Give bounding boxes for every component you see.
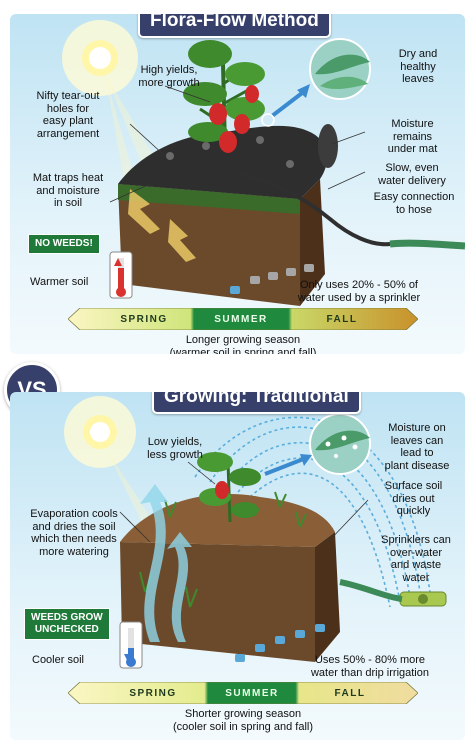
season-spring-top: SPRING [120,313,168,325]
topsoil-strip [118,184,300,214]
season-bar-top-shape [68,308,418,330]
caption-top: Longer growing season(warmer soil in spr… [169,334,317,354]
label-high-yields: High yields,more growth [138,64,200,89]
zoom-arrow [270,88,308,118]
thermometer-cool-icon [119,621,143,669]
thermometer-warm-icon [109,251,133,299]
mat-roll [318,124,338,168]
traditional-illustration [64,396,447,669]
traditional-title: Growing: Traditional [152,392,361,414]
evaporation-arrows [140,484,192,642]
sun-icon [64,396,136,468]
watering-can-icons [235,624,325,662]
red-peppers [209,85,259,153]
flora-flow-title: Flora-Flow Method [138,14,331,38]
garden-hose [339,579,403,602]
drip-hose [239,172,391,247]
badge-no-weeds: NO WEEDS! [28,234,100,254]
watering-can-icons [230,264,314,294]
leader-lines [119,461,369,543]
traditional-panel: Growing: Traditional Low yields,less gro… [10,392,465,740]
soil-block-side [315,532,340,662]
soil-block-front [118,184,300,306]
pepper-plant [183,40,265,150]
label-warmer-soil: Warmer soil [30,276,89,288]
label-cooler-soil: Cooler soil [32,654,84,666]
season-bar-top: SPRING SUMMER FALL [68,308,418,330]
wet-leaf-zoom-icon [309,413,371,475]
label-low-yields: Low yields,less growth [147,436,203,461]
flora-flow-illustration [62,20,465,306]
season-fall-top: FALL [326,313,358,325]
heat-arrows [128,189,196,262]
season-summer-top: SUMMER [214,313,268,325]
leader-lines [109,85,366,203]
red-pepper [215,481,229,499]
mulch-mat [118,125,327,199]
season-summer-bottom: SUMMER [225,687,279,699]
garden-hose [389,239,465,250]
flora-flow-panel: Flora-Flow Method High yields,more growt… [10,14,465,354]
dry-leaf-zoom-icon [309,38,371,100]
season-bar-bottom-shape [68,682,418,704]
season-fall-bottom: FALL [334,687,366,699]
season-spring-bottom: SPRING [129,687,177,699]
oscillating-sprinkler-icon [399,591,447,607]
tear-out-holes [166,136,294,168]
season-bar-bottom: SPRING SUMMER FALL [68,682,418,704]
pepper-plant [197,452,261,523]
zoom-arrow [264,456,307,476]
soil-block-front [120,542,315,662]
sun-icon [62,20,138,96]
caption-bottom: Shorter growing season(cooler soil in sp… [172,708,313,733]
